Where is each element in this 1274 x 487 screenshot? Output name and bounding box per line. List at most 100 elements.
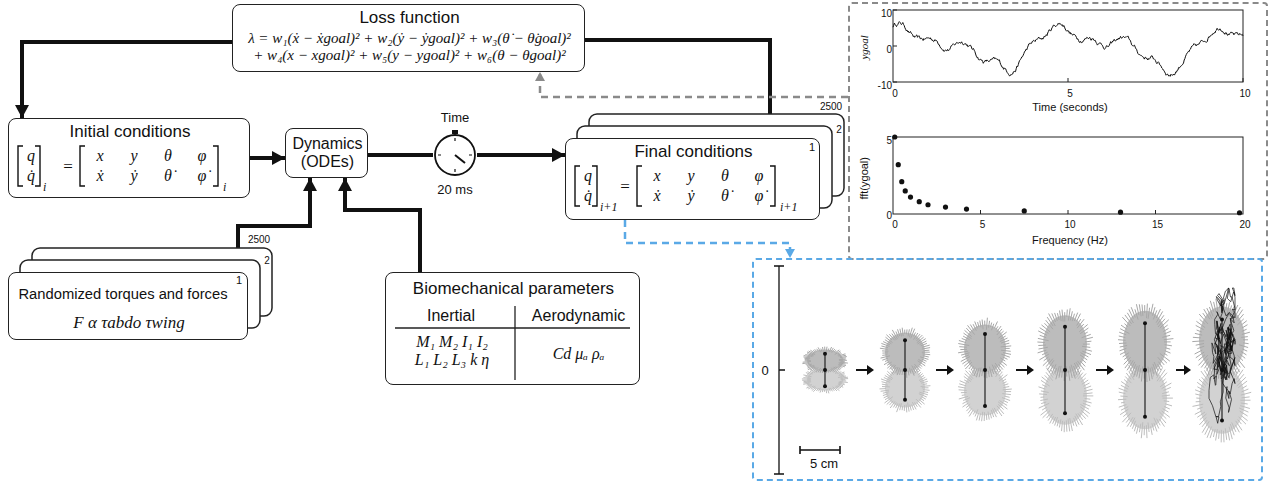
node-text: -10 [868,80,892,92]
sequence-arrowhead [1027,365,1034,375]
spectrum-dot [1118,210,1123,215]
matrix-bracket [770,166,775,206]
clock-tick [438,138,472,172]
node-text: i [223,181,237,195]
node-text: Time (seconds) [1010,101,1130,114]
joint-dot [903,368,907,372]
joint-dot [1220,318,1224,322]
joint-dot [983,404,987,408]
node-text: 0 [872,210,892,222]
node-text: Inertial [386,307,516,325]
node-text: y [678,167,704,185]
spectrum-dot [943,204,948,209]
node-text: 15 [1148,219,1168,231]
input-box: Randomized torques and forcesF α τabdo τ… [8,272,248,340]
node-text: Frequency (Hz) [1010,234,1130,247]
node-text: q̇ [580,187,596,205]
node-text: M₁ M₂ I₁ I₂ L₁ L₂ L₃ k η [410,333,494,368]
node-heading: Time [425,111,485,126]
node-heading: Biomechanical parameters [386,279,641,299]
joint-dot [983,368,987,372]
flow-connector [540,72,848,97]
plot-panel: ygoal100-100510Time (seconds)fft(ygoal)5… [848,2,1268,260]
node-text: ẏ [121,167,147,185]
clock-face [435,135,475,175]
node-text: θ [155,147,181,165]
node-text: 10 [872,8,892,20]
joint-dot [983,332,987,336]
table-rule [514,306,515,380]
node-text: ẋ [87,167,113,185]
joint-dot [823,384,827,388]
matrix-bracket [35,146,40,186]
node-text: 20 ms [420,183,490,198]
node-text: 1 [806,141,818,154]
node-text: φ [746,167,772,185]
card-fill [8,272,248,340]
joint-dot [823,368,827,372]
matrix-bracket [592,166,597,206]
flow-connector [368,153,433,157]
parameter-table: Biomechanical parametersInertialAerodyna… [385,272,640,385]
spectrum-dot [896,162,901,167]
node-text: θ̇ [155,167,181,185]
node-text: Aerodynamic [516,307,641,325]
joint-dot [1063,368,1067,372]
state-box: Final conditionsqq̇i+1=xyθφẋẏθ̇φ̇i+11 [565,138,820,220]
animation-panel: 05 cm [752,258,1263,481]
process-box: Dynamics (ODEs) [285,128,368,178]
flow-connector [22,42,232,118]
node-text: x [644,167,670,185]
sequence-arrow [1176,369,1185,371]
node-text: q̇ [23,167,39,185]
node-text: 10 [1060,219,1080,231]
stack-count: 2 [262,255,272,267]
spectrum-dot [925,202,930,207]
clock-timer: Time20 ms [433,133,477,177]
stack-count: 2500 [818,101,844,113]
spectrum-dot [908,194,913,199]
spectrum-dot [892,134,897,139]
sequence-arrow [1096,369,1108,371]
node-text: i+1 [780,201,810,215]
node-text: = [57,157,79,177]
trajectory-scribble [1209,288,1235,423]
scale-bar [800,446,840,454]
node-text: i+1 [600,201,630,215]
node-text: x [87,147,113,165]
stack-count: 2 [834,124,844,136]
spectrum-dot [1237,210,1242,215]
sequence-arrowhead [1107,365,1114,375]
sequence-arrowhead [1184,365,1191,375]
node-text: i [43,181,57,195]
flow-connector [345,178,420,272]
card-fill [565,138,820,220]
flow-connector [250,156,285,160]
clock-hand [455,155,465,163]
loss-box: Loss functionλ = w₁(ẋ − ẋgoal)² + w₂(ẏ −… [232,4,585,72]
node-text: 5 [1060,88,1080,100]
joint-dot [1143,368,1147,372]
sequence-arrowhead [867,365,874,375]
joint-dot [903,398,907,402]
node-text: 5 [973,219,993,231]
node-text: y [121,147,147,165]
spectrum-dot [899,179,904,184]
spectrum-dot [964,206,969,211]
node-text: Cd μₐ ρₐ [516,345,641,363]
axis-tick [893,10,1243,82]
flow-connector [625,220,790,258]
joint-dot [903,338,907,342]
node-text: ẏ [678,187,704,205]
node-heading: Final conditions [566,142,821,162]
node-text: ẋ [644,187,670,205]
node-text: q [23,147,39,165]
matrix-bracket [80,146,85,186]
sequence-arrow [936,369,948,371]
node-text: φ̇ [189,167,215,185]
node-text: 5 cm [792,457,856,472]
matrix-bracket [18,146,23,186]
node-heading: ygoal [858,22,871,72]
state-box: Initial conditionsqq̇i=xyθφẋẏθ̇φ̇i [8,118,250,198]
node-text: 20 [1235,219,1255,231]
